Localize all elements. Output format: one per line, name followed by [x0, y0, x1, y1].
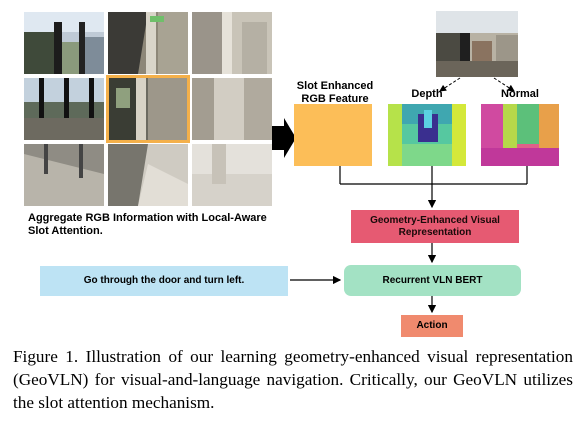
panorama-thumbnail [436, 11, 518, 77]
connector-lines [290, 77, 528, 314]
grid-tile-5 [108, 78, 188, 140]
normal-map [481, 104, 559, 166]
grid-tile-6 [192, 78, 272, 140]
grid-tile-1 [24, 12, 104, 74]
grid-tile-2 [108, 12, 188, 74]
depth-label: Depth [411, 88, 443, 100]
right-arrow-icon [272, 118, 296, 158]
recurrent-vln-bert-box: Recurrent VLN BERT [344, 265, 521, 296]
figure-caption: Figure 1. Illustration of our learning g… [13, 347, 573, 412]
left-caption: Aggregate RGB Information with Local-Awa… [28, 212, 267, 237]
grid-tile-4 [24, 78, 104, 140]
highlighted-slot-window [106, 75, 190, 143]
grid-tile-9 [192, 144, 272, 206]
slot-feature-block [294, 104, 372, 166]
grid-tile-7 [24, 144, 104, 206]
action-box: Action [401, 315, 463, 337]
grid-tile-3 [192, 12, 272, 74]
slot-feature-label: Slot Enhanced RGB Feature [296, 80, 374, 105]
grid-tile-8 [108, 144, 188, 206]
instruction-box: Go through the door and turn left. [40, 266, 288, 296]
depth-map [388, 104, 466, 166]
geometry-enhanced-box: Geometry-Enhanced Visual Representation [351, 210, 519, 243]
